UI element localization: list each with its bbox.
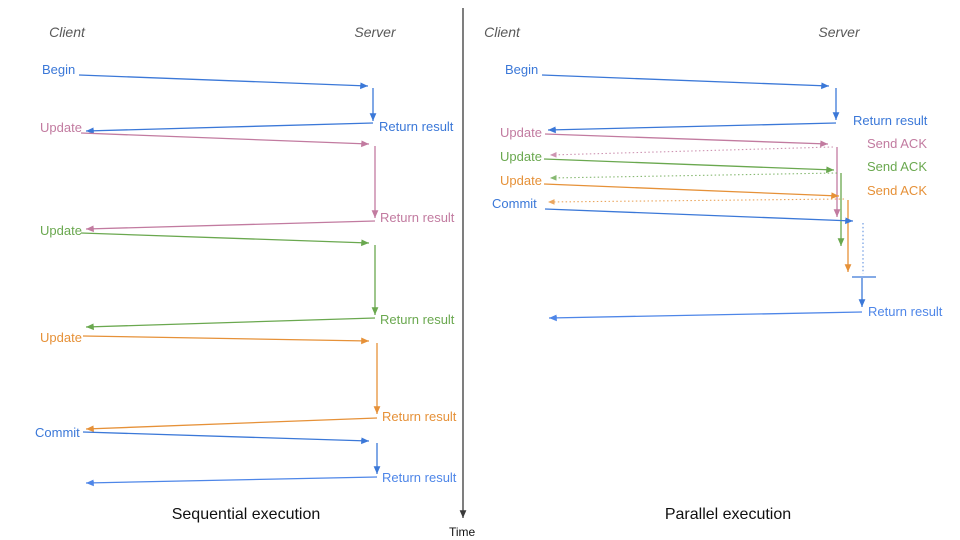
commit-request-line [544,208,854,225]
commit-response-label: Return result [868,304,943,319]
begin-label: Begin [505,62,538,77]
sequential-server-header: Server [354,24,397,40]
update-3-response-line [85,417,378,433]
update-1-label: Update [500,125,542,140]
update-1-label: Update [40,120,82,135]
update-2-label: Update [40,223,82,238]
begin-label: Begin [42,62,75,77]
commit-response-label: Return result [382,470,457,485]
update-1-request-line [544,133,829,148]
update-1-response-label: Return result [380,210,455,225]
begin-request-line [541,74,830,90]
parallel-client-header: Client [484,24,521,40]
update-1-ack-label: Send ACK [867,136,927,151]
update-3-label: Update [40,330,82,345]
commit-response-line [548,311,863,322]
sequential-caption: Sequential execution [172,506,321,523]
update-2-request-line [80,232,370,247]
begin-response-line [547,122,837,134]
update-3-request-line [82,335,370,345]
update-2-response-line [85,317,376,331]
update-2-ack-line [549,172,838,181]
update-3-request-line [543,183,840,200]
commit-label: Commit [492,196,537,211]
begin-response-label: Return result [853,113,928,128]
time-axis-label: Time [449,525,476,539]
begin-response-label: Return result [379,119,454,134]
update-3-label: Update [500,173,542,188]
update-3-response-label: Return result [382,409,457,424]
sequential-client-header: Client [49,24,86,40]
update-2-response-label: Return result [380,312,455,327]
update-3-ack-label: Send ACK [867,183,927,198]
begin-response-line [85,122,374,135]
commit-label: Commit [35,425,80,440]
update-2-request-line [543,158,835,174]
commit-response-line [85,476,378,487]
update-2-label: Update [500,149,542,164]
parallel-server-header: Server [818,24,861,40]
begin-request-line [78,74,369,90]
update-1-ack-line [549,146,834,158]
update-3-ack-line [547,198,845,205]
update-1-request-line [80,132,370,148]
update-1-response-line [85,220,376,233]
update-2-ack-label: Send ACK [867,159,927,174]
commit-request-line [82,431,370,445]
parallel-caption: Parallel execution [665,506,791,523]
